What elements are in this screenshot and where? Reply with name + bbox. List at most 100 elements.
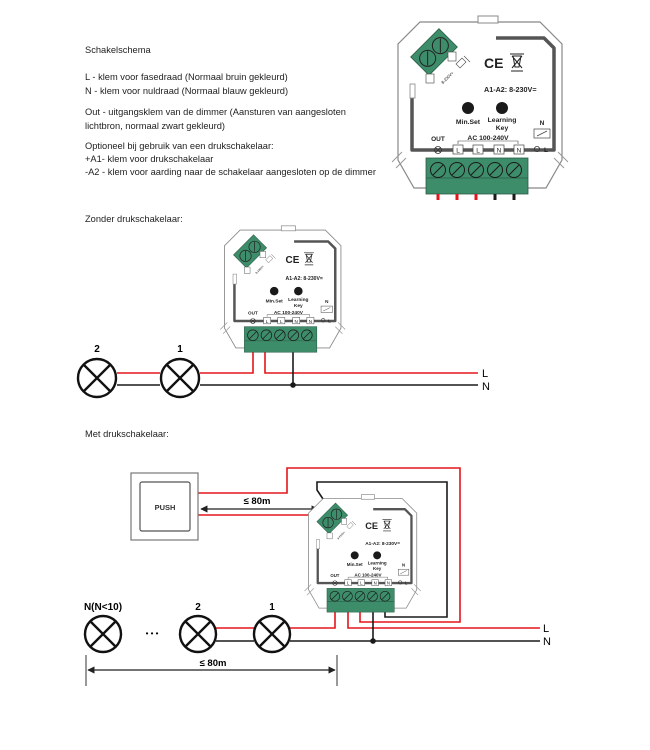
- lamp-symbol-icon: [398, 580, 403, 585]
- lamp-symbol-icon: [434, 146, 442, 154]
- rating-label: A1-A2: 8-230V=: [484, 85, 537, 94]
- out-label: OUT: [431, 136, 445, 143]
- ce-mark: CE: [286, 255, 300, 266]
- terminal-pin: [436, 194, 440, 200]
- housing-rail: [316, 508, 413, 585]
- junction-dot: [370, 638, 376, 644]
- min-set-label: Min.Set: [347, 562, 363, 567]
- min-set-label: Min.Set: [456, 119, 481, 126]
- terminal-label: L: [266, 319, 269, 324]
- wire-out-to-lamp1: [290, 610, 336, 629]
- a1-a2-terminal: [233, 234, 268, 269]
- terminal-label: N: [295, 319, 298, 324]
- switch-symbol: [346, 520, 357, 530]
- terminal-label: N: [517, 148, 522, 155]
- learning-key-button: [294, 286, 303, 296]
- ac-label: AC 100-240V: [354, 572, 381, 577]
- learning-label: Learning: [488, 117, 517, 124]
- a1-box: [326, 532, 333, 540]
- lamp-symbol-icon: [533, 145, 540, 152]
- junction-dot: [290, 382, 296, 388]
- terminal-pin: [493, 194, 497, 200]
- relay-switch: [323, 307, 331, 312]
- terminal-box: [357, 579, 365, 586]
- terminal-label: L: [280, 319, 283, 324]
- min-set-button: [269, 286, 279, 296]
- screw-slot: [451, 164, 463, 176]
- section2-title: Met drukschakelaar:: [85, 429, 169, 439]
- ellipsis: • • •: [146, 629, 159, 638]
- lamp-1-label: 1: [177, 344, 183, 355]
- terminal-label: L: [456, 148, 460, 155]
- line-N-label: N: [482, 381, 490, 393]
- a-range-label: 8-230V=: [336, 530, 346, 540]
- rating-label: A1-A2: 8-230V=: [365, 541, 400, 547]
- screw-slot: [289, 331, 298, 339]
- schema-title: Schakelschema: [85, 45, 151, 55]
- mount-clip: [391, 151, 407, 169]
- wire-push-to-a2: [198, 467, 461, 623]
- out-label: OUT: [330, 573, 339, 578]
- terminal-box: [452, 144, 464, 155]
- lamp-1-label: 1: [269, 602, 275, 613]
- legend-N: N - klem voor nuldraad (Normaal blauw ge…: [85, 86, 289, 96]
- lamp-2: [76, 357, 118, 399]
- lamp-1: [252, 614, 292, 654]
- weee-icon: [510, 53, 524, 72]
- top-tab: [280, 225, 296, 232]
- terminal-label: N: [497, 148, 502, 155]
- learning-key-button: [496, 102, 508, 114]
- terminal-box: [306, 317, 315, 325]
- push-label: PUSH: [155, 503, 176, 512]
- a2-box: [259, 251, 266, 259]
- terminal-label: N: [374, 581, 377, 586]
- legend-a2: -A2 - klem voor aarding naar de schakela…: [85, 167, 376, 177]
- learning-label: Learning: [288, 297, 308, 303]
- section2-wiring: [198, 467, 540, 644]
- lamp-symbol-icon: [332, 580, 338, 586]
- mount-clip: [335, 322, 346, 335]
- terminal-box: [472, 144, 484, 155]
- key-label: Key: [496, 125, 509, 132]
- a1-box: [244, 266, 251, 274]
- screw-slot: [489, 164, 501, 176]
- line-N-label: N: [543, 636, 551, 648]
- key-label: Key: [294, 303, 303, 309]
- lamp-symbol-icon: [321, 318, 326, 323]
- terminal-pin: [455, 194, 459, 200]
- terminal-box: [371, 579, 379, 586]
- n-label: N: [325, 299, 329, 304]
- rail-end: [232, 273, 237, 285]
- switch-symbol: [265, 254, 276, 264]
- wire-a-to-n: [316, 481, 448, 618]
- legend-optional: Optioneel bij gebruik van een drukschake…: [85, 141, 274, 151]
- relay-switch: [400, 570, 407, 575]
- legend-out-cont: lichtbron, normaal zwart gekleurd): [85, 121, 226, 131]
- ac-label: AC 100-240V: [274, 310, 304, 316]
- a2-box: [341, 518, 347, 525]
- wire-L: [264, 352, 478, 374]
- lamp-2-label: 2: [94, 344, 100, 355]
- weee-icon: [382, 519, 392, 532]
- n-label: N: [540, 120, 545, 127]
- min-set-button: [462, 102, 474, 114]
- top-tab: [360, 494, 375, 500]
- screw-slot: [368, 592, 377, 600]
- screw-slot: [245, 241, 255, 261]
- lamp-cross: [333, 581, 337, 585]
- screw-slot: [262, 331, 271, 339]
- terminal-box: [384, 579, 392, 586]
- weee-icon: [304, 252, 314, 266]
- lamp-cross: [250, 319, 255, 323]
- relay-switch: [536, 130, 548, 137]
- housing-rail: [410, 36, 556, 152]
- terminal-box: [344, 579, 352, 586]
- mount-clip: [411, 584, 421, 596]
- terminal-pin: [474, 194, 478, 200]
- screw-slot: [381, 592, 389, 600]
- lamp-2: [178, 614, 218, 654]
- legend-a1: +A1- klem voor drukschakelaar: [85, 154, 214, 164]
- min-set-label: Min.Set: [266, 299, 284, 305]
